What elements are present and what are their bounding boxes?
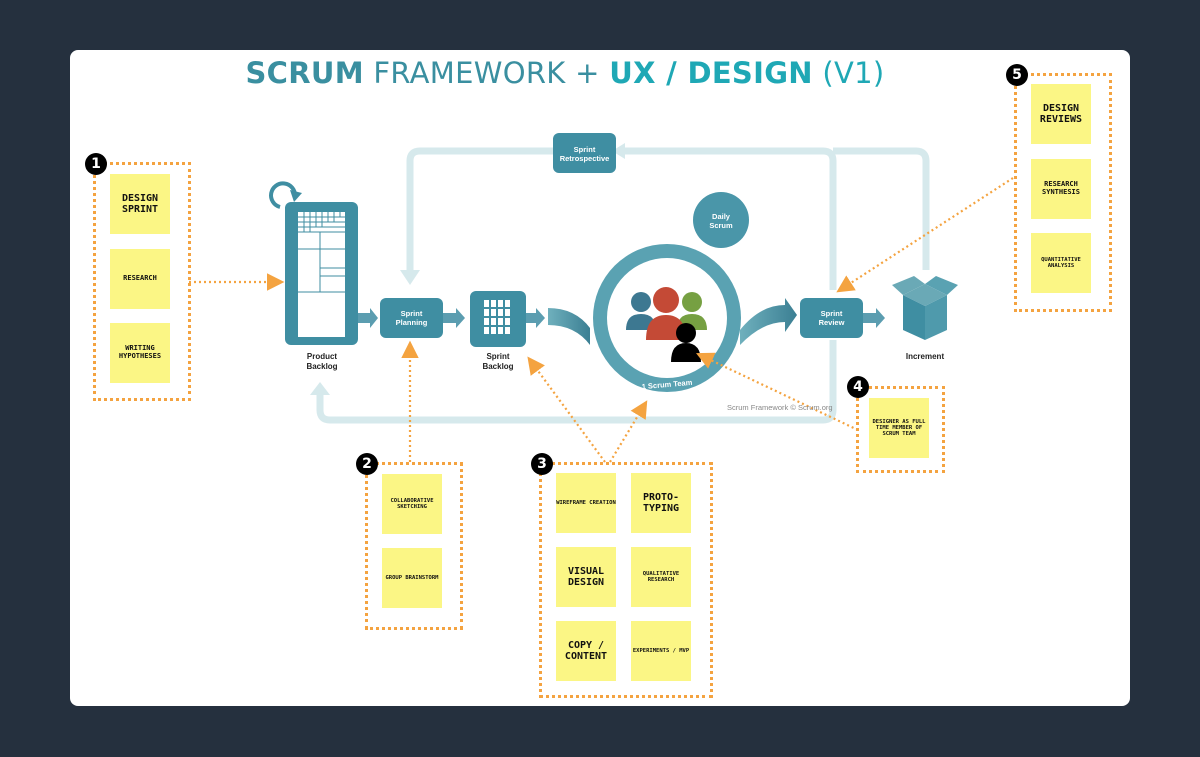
flow-arrow <box>863 308 885 328</box>
product-backlog-icon <box>285 202 358 345</box>
sticky-note: Group Brainstorm <box>382 548 442 608</box>
title-framework: FRAMEWORK + <box>363 56 610 90</box>
sticky-note: Qualitative Research <box>631 547 691 607</box>
loop-arrowhead-retro <box>612 143 625 159</box>
sprint-planning-label-1: Sprint <box>400 309 423 318</box>
sprint-review-box <box>800 298 863 338</box>
group-2-badge: 2 <box>356 453 378 475</box>
sprint-retro-label-2: Retrospective <box>559 154 610 163</box>
sticky-note: Designer as full time member of Scrum Te… <box>869 398 929 458</box>
daily-scrum-label-1: Daily <box>712 212 730 221</box>
flow-arrow <box>358 308 378 328</box>
sticky-note: Design Reviews <box>1031 84 1091 144</box>
team-people-icon <box>626 287 707 362</box>
group-1-zone <box>93 162 191 401</box>
sprint-review-label-1: Sprint <box>820 309 843 318</box>
daily-scrum-circle <box>693 192 749 248</box>
group-2-zone <box>365 462 463 630</box>
group-5-badge: 5 <box>1006 64 1028 86</box>
group-3-badge: 3 <box>531 453 553 475</box>
sprint-planning-label-2: Planning <box>395 318 428 327</box>
sticky-note: Quantitative Analysis <box>1031 233 1091 293</box>
copyright-text: Scrum Framework © Scrum.org <box>727 403 833 412</box>
connector-3b <box>609 400 648 463</box>
sprint-swoosh-in <box>548 308 590 345</box>
group-1-badge: 1 <box>85 153 107 175</box>
sticky-note: Writing Hypotheses <box>110 323 170 383</box>
sticky-note: Experiments / MVP <box>631 621 691 681</box>
increment-box-icon <box>892 276 958 340</box>
diagram-title: SCRUM FRAMEWORK + UX / DESIGN (V1) <box>0 56 1130 90</box>
product-backlog-label-1: Product <box>306 352 338 361</box>
title-scrum: SCRUM <box>245 56 364 90</box>
sprint-retrospective-box <box>553 133 616 173</box>
group-4-badge: 4 <box>847 376 869 398</box>
flow-arrow <box>443 308 465 328</box>
title-version: (V1) <box>812 56 885 90</box>
product-backlog-label-2: Backlog <box>306 362 338 372</box>
sprint-backlog-label-1: Sprint <box>486 352 510 361</box>
sticky-note: Research <box>110 249 170 309</box>
sprint-review-label-2: Review <box>818 318 845 327</box>
flow-arrow <box>526 308 545 328</box>
group-4-zone <box>856 386 945 473</box>
sprint-backlog-label-2: Backlog <box>482 362 514 372</box>
connector-5 <box>836 177 1014 293</box>
sprint-retro-label-1: Sprint <box>573 145 596 154</box>
connector-4 <box>696 352 859 431</box>
sticky-note: Proto-typing <box>631 473 691 533</box>
sticky-note: Visual Design <box>556 547 616 607</box>
group-3-zone <box>539 462 713 698</box>
group-5-zone <box>1014 73 1112 312</box>
sticky-note: Copy / Content <box>556 621 616 681</box>
sprint-planning-box <box>380 298 443 338</box>
sprint-backlog-icon <box>470 291 526 347</box>
loop-arrowhead-backlog <box>310 382 330 395</box>
connector-3a <box>527 356 606 463</box>
increment-label: Increment <box>905 352 945 361</box>
sticky-note: Research Synthesis <box>1031 159 1091 219</box>
refresh-icon <box>269 181 298 209</box>
loop-arrowhead-planning <box>400 270 420 285</box>
retrospective-loop <box>316 147 930 424</box>
sticky-note: Design Sprint <box>110 174 170 234</box>
sticky-note: Wireframe Creation <box>556 473 616 533</box>
daily-scrum-label-2: Scrum <box>709 221 733 230</box>
sprint-swoosh-out <box>740 298 797 345</box>
sticky-note: Collaborative Sketching <box>382 474 442 534</box>
title-ux-design: UX / DESIGN <box>609 56 813 90</box>
